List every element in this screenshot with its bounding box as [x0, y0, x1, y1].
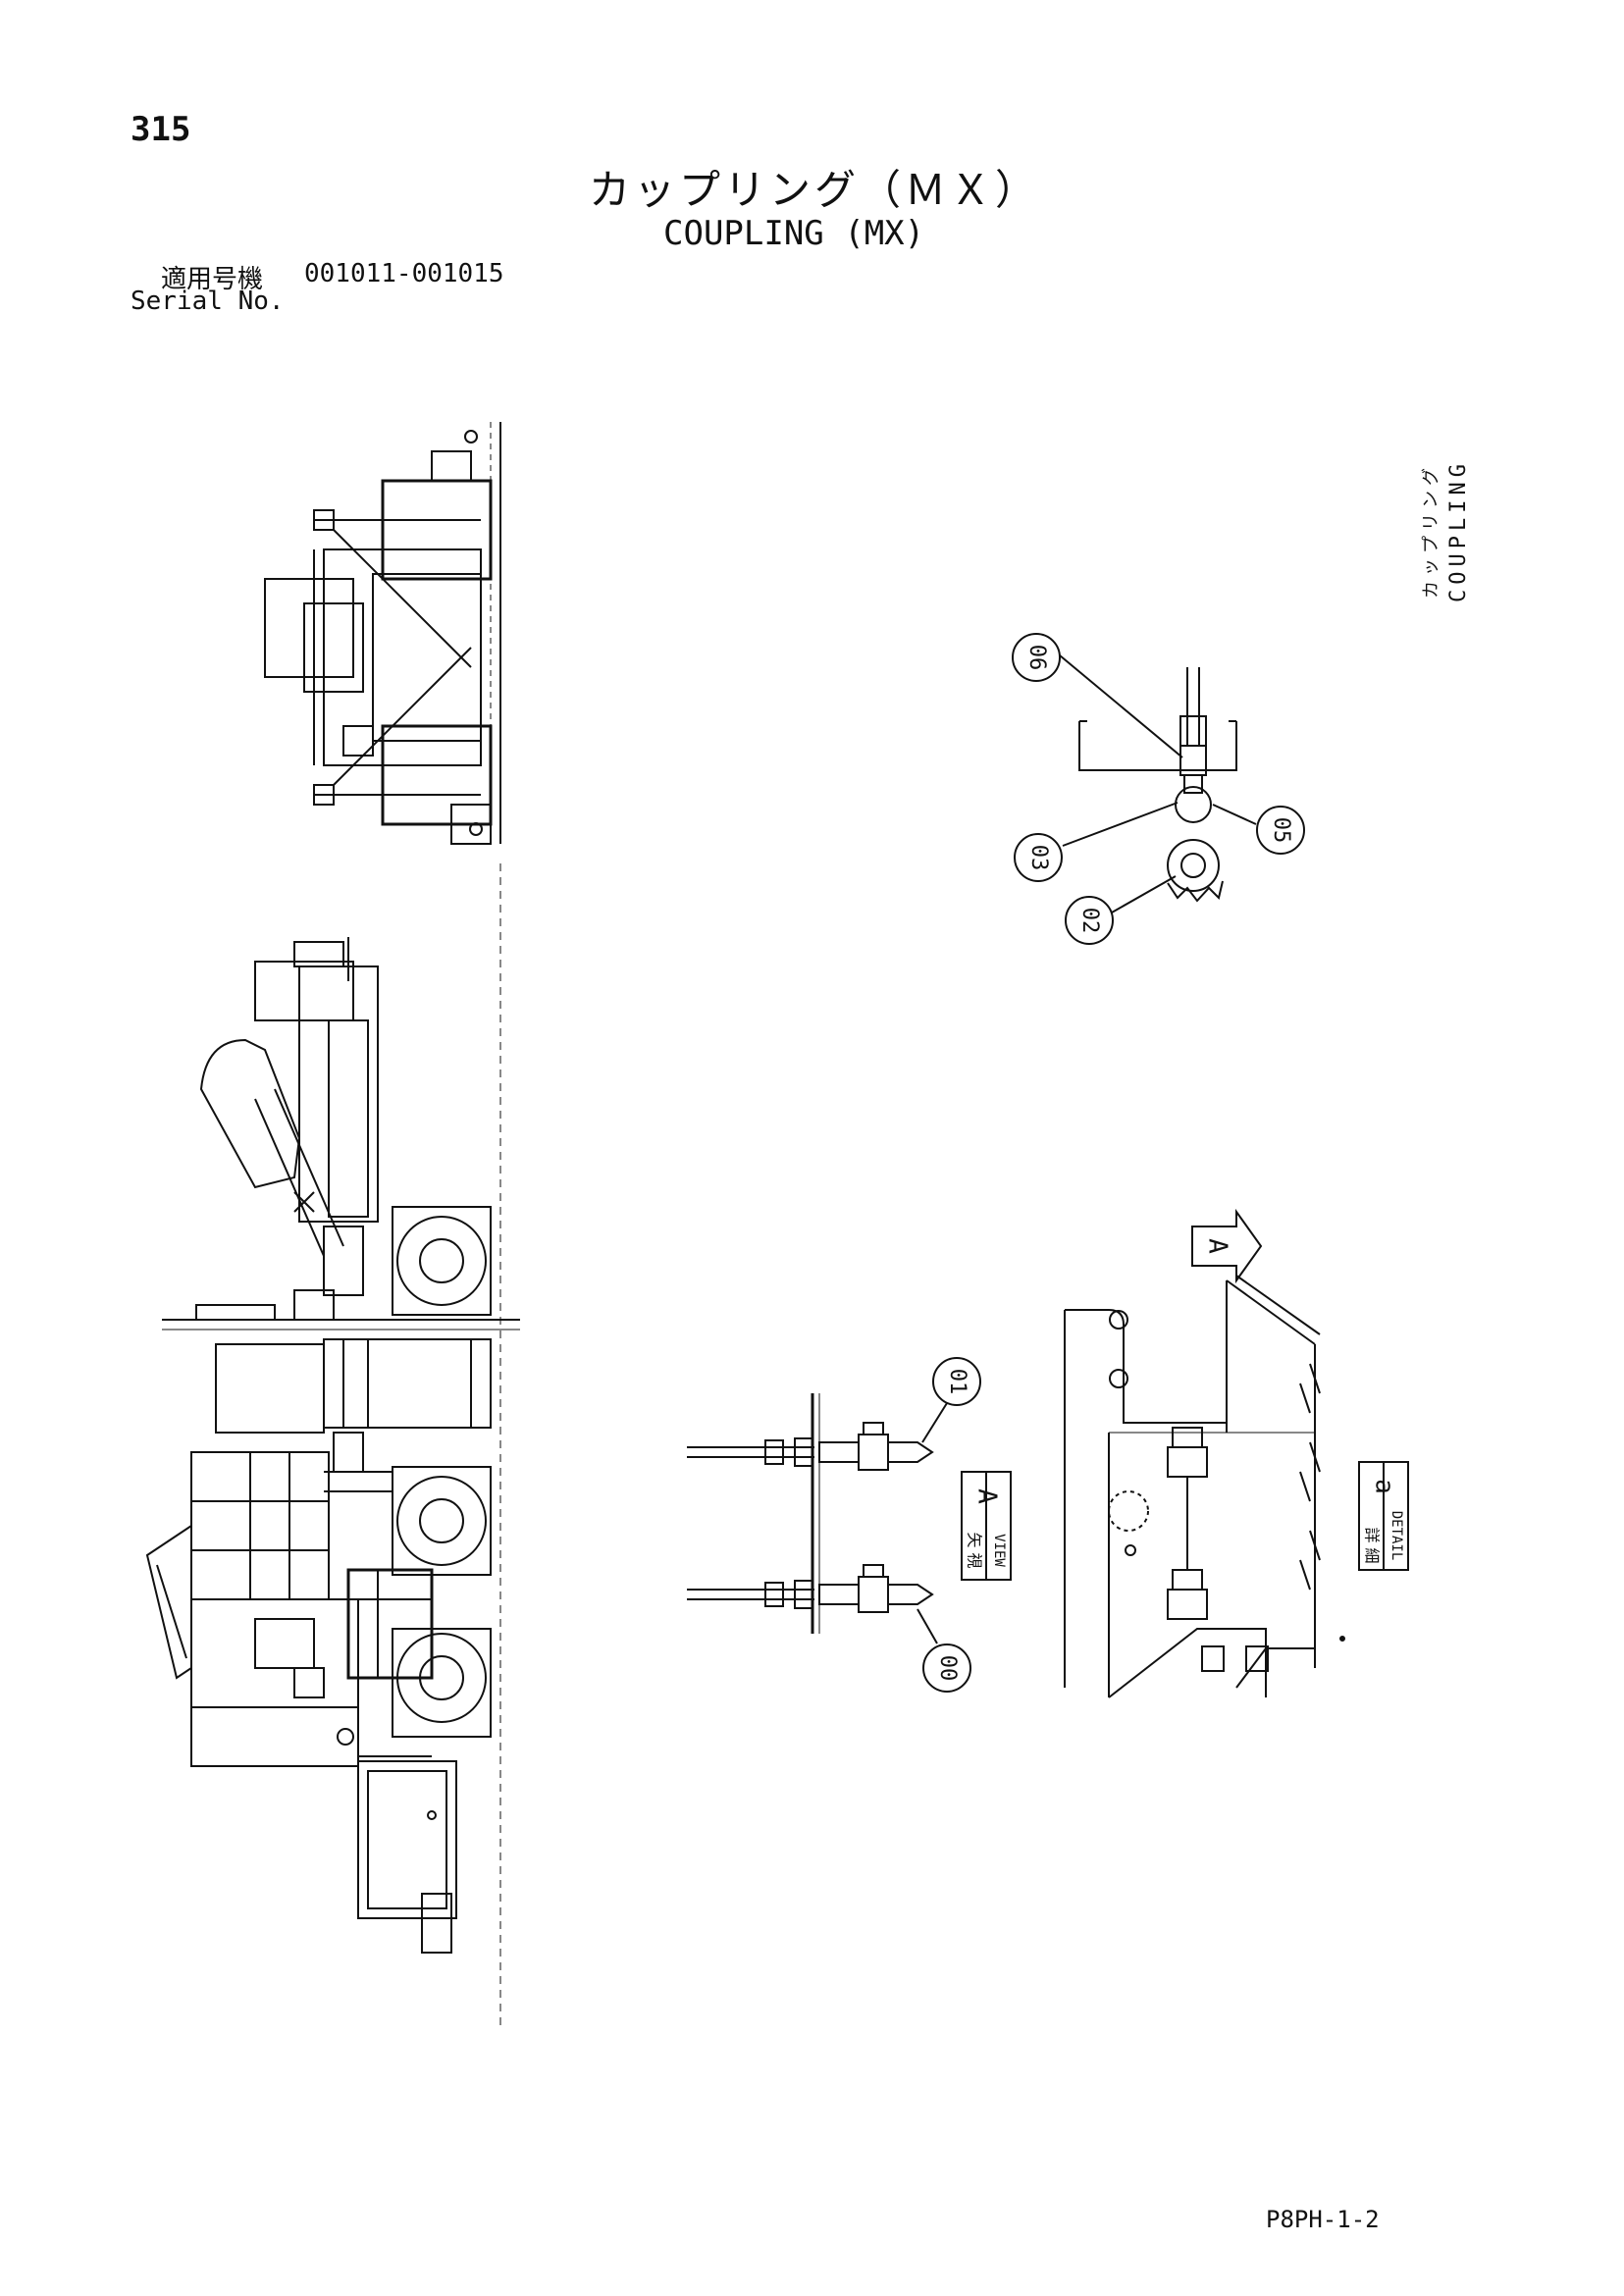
coupling-hoses-view-a [687, 1393, 948, 1644]
view-label-jp: 矢 視 [966, 1532, 984, 1568]
callout-00: 00 [922, 1644, 971, 1693]
detail-letter: a [1370, 1479, 1399, 1494]
coupling-detail-upper [1059, 654, 1257, 913]
detail-a-label-box: 詳 細 DETAIL a [1358, 1461, 1409, 1571]
serial-label-jp: 適用号機 [161, 265, 264, 294]
page-title-jp: カップリング（ＭＸ） [589, 166, 1041, 214]
serial-range: 001011-001015 [304, 259, 504, 288]
callout-05: 05 [1256, 806, 1305, 855]
drawing-code: P8PH-1-2 [1266, 2206, 1380, 2233]
callout-06: 06 [1012, 633, 1061, 682]
callout-01-label: 01 [945, 1369, 969, 1395]
view-letter: A [972, 1488, 1002, 1504]
view-label-en: VIEW [991, 1534, 1007, 1567]
detail-label-jp: 詳 細 [1363, 1527, 1382, 1563]
callout-01: 01 [932, 1357, 981, 1406]
view-arrow-a: A [1191, 1208, 1263, 1284]
page-title-en: COUPLING (MX) [663, 214, 925, 253]
callout-03: 03 [1014, 833, 1063, 882]
callout-05-label: 05 [1269, 817, 1293, 844]
callout-03-label: 03 [1026, 845, 1051, 871]
frame-detail-a [1064, 1275, 1345, 1698]
machine-side-view [145, 863, 520, 2031]
callout-02-label: 02 [1077, 908, 1102, 934]
arrow-letter: A [1203, 1238, 1232, 1254]
callout-06-label: 06 [1024, 645, 1049, 671]
view-a-label-box: 矢 視 VIEW A [961, 1471, 1012, 1581]
callout-00-label: 00 [935, 1655, 960, 1682]
page-number: 315 [131, 110, 191, 149]
machine-top-view [264, 422, 501, 845]
callout-02: 02 [1065, 896, 1114, 945]
serial-label-en: Serial No. [131, 287, 285, 316]
detail-label-en: DETAIL [1388, 1511, 1404, 1561]
